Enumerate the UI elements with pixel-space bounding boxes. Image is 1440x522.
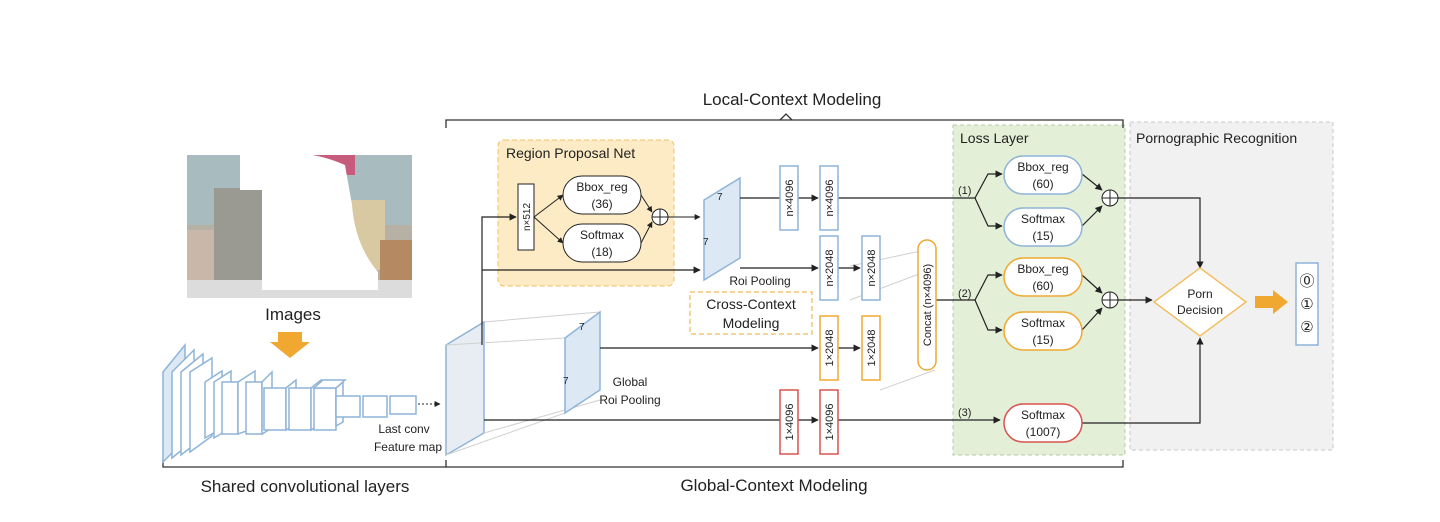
output-box (1295, 262, 1319, 346)
fc-cross-global-b: 1×2048 (861, 315, 881, 381)
loss-layer-title: Loss Layer (960, 130, 1029, 146)
rpn-softmax-label: Softmax (580, 228, 624, 242)
global-roi-size-side: 7 (563, 376, 569, 387)
output-class-1: ① (1300, 296, 1313, 313)
svg-text:1×2048: 1×2048 (866, 329, 878, 366)
svg-text:(60): (60) (1032, 177, 1053, 191)
output-class-0: ⓪ (1299, 273, 1314, 290)
concat-box: Concat (n×4096) (917, 239, 937, 371)
b1-softmax-box: Softmax (15) (1003, 207, 1083, 247)
svg-text:1×2048: 1×2048 (824, 329, 836, 366)
fc-local-b: n×4096 (819, 165, 839, 231)
local-context-bracket (445, 119, 1124, 128)
svg-text:Concat (n×4096): Concat (n×4096) (922, 264, 934, 346)
svg-text:(15): (15) (1032, 333, 1053, 347)
svg-text:1×4096: 1×4096 (784, 403, 796, 440)
shared-conv-title: Shared convolutional layers (201, 477, 410, 496)
global-roi-pooling-block (564, 310, 601, 415)
b2-softmax-box: Softmax (15) (1003, 311, 1083, 351)
cross-context-label-1: Cross-Context (706, 296, 796, 312)
roi-pooling-label: Roi Pooling (729, 274, 790, 288)
images-down-arrow-icon (270, 332, 310, 358)
svg-text:1×4096: 1×4096 (824, 403, 836, 440)
svg-text:Bbox_reg: Bbox_reg (1017, 160, 1068, 174)
b1-bbox-reg-box: Bbox_reg (60) (1003, 155, 1083, 195)
porn-decision-diamond (1152, 267, 1248, 337)
fc-cross-local-a: n×2048 (819, 235, 839, 301)
roi-size-side: 7 (703, 237, 709, 248)
porn-recognition-title: Pornographic Recognition (1136, 130, 1297, 146)
svg-text:n×4096: n×4096 (784, 179, 796, 216)
roi-size-top: 7 (717, 192, 723, 203)
global-roi-size-top: 7 (579, 322, 585, 333)
feature-map (445, 320, 485, 457)
fc-global-b: 1×4096 (819, 389, 839, 455)
rpn-bbox-reg-dim: (36) (591, 197, 612, 211)
svg-text:(60): (60) (1032, 279, 1053, 293)
fc-local-a: n×4096 (779, 165, 799, 231)
global-roi-label-1: Global (613, 375, 648, 389)
branch-3-label: (3) (958, 407, 971, 419)
branch-2-label: (2) (958, 288, 971, 300)
fc-cross-local-b: n×2048 (861, 235, 881, 301)
svg-text:Bbox_reg: Bbox_reg (1017, 262, 1068, 276)
rpn-bbox-reg-label: Bbox_reg (576, 180, 627, 194)
output-class-2: ② (1300, 319, 1313, 336)
input-image (187, 153, 412, 298)
sum-icon-2 (1101, 291, 1119, 309)
output-arrow-icon (1255, 290, 1288, 314)
global-context-bracket (445, 460, 1124, 468)
branch-1-label: (1) (958, 185, 971, 197)
conv-layer-stack (162, 342, 417, 464)
decision-label-2: Decision (1177, 303, 1223, 317)
svg-text:n×2048: n×2048 (824, 249, 836, 286)
svg-text:(1007): (1007) (1026, 425, 1061, 439)
global-roi-label-2: Roi Pooling (599, 393, 660, 407)
sum-icon-1 (1101, 189, 1119, 207)
cross-context-box (689, 291, 813, 335)
rpn-title: Region Proposal Net (506, 145, 635, 161)
svg-text:Softmax: Softmax (1021, 212, 1065, 226)
decision-label-1: Porn (1187, 287, 1212, 301)
global-context-title: Global-Context Modeling (680, 476, 867, 495)
svg-text:Softmax: Softmax (1021, 316, 1065, 330)
svg-text:Softmax: Softmax (1021, 408, 1065, 422)
b3-softmax-box: Softmax (1007) (1003, 403, 1083, 443)
rpn-softmax-dim: (18) (591, 245, 612, 259)
b2-bbox-reg-box: Bbox_reg (60) (1003, 257, 1083, 297)
svg-text:(15): (15) (1032, 229, 1053, 243)
rpn-sum-icon (651, 208, 669, 226)
last-conv-label: Last conv (378, 422, 429, 436)
svg-text:n×4096: n×4096 (824, 179, 836, 216)
rpn-conv-label: n×512 (522, 203, 533, 232)
roi-pooling-block (703, 176, 741, 282)
shared-conv-bracket (162, 460, 446, 468)
images-label: Images (265, 305, 321, 324)
flow-lines (481, 194, 1001, 424)
fc-global-a: 1×4096 (779, 389, 799, 455)
svg-text:n×2048: n×2048 (866, 249, 878, 286)
feature-map-label: Feature map (374, 440, 442, 454)
local-context-title: Local-Context Modeling (703, 90, 882, 109)
cross-context-label-2: Modeling (723, 315, 780, 331)
fc-cross-global-a: 1×2048 (819, 315, 839, 381)
